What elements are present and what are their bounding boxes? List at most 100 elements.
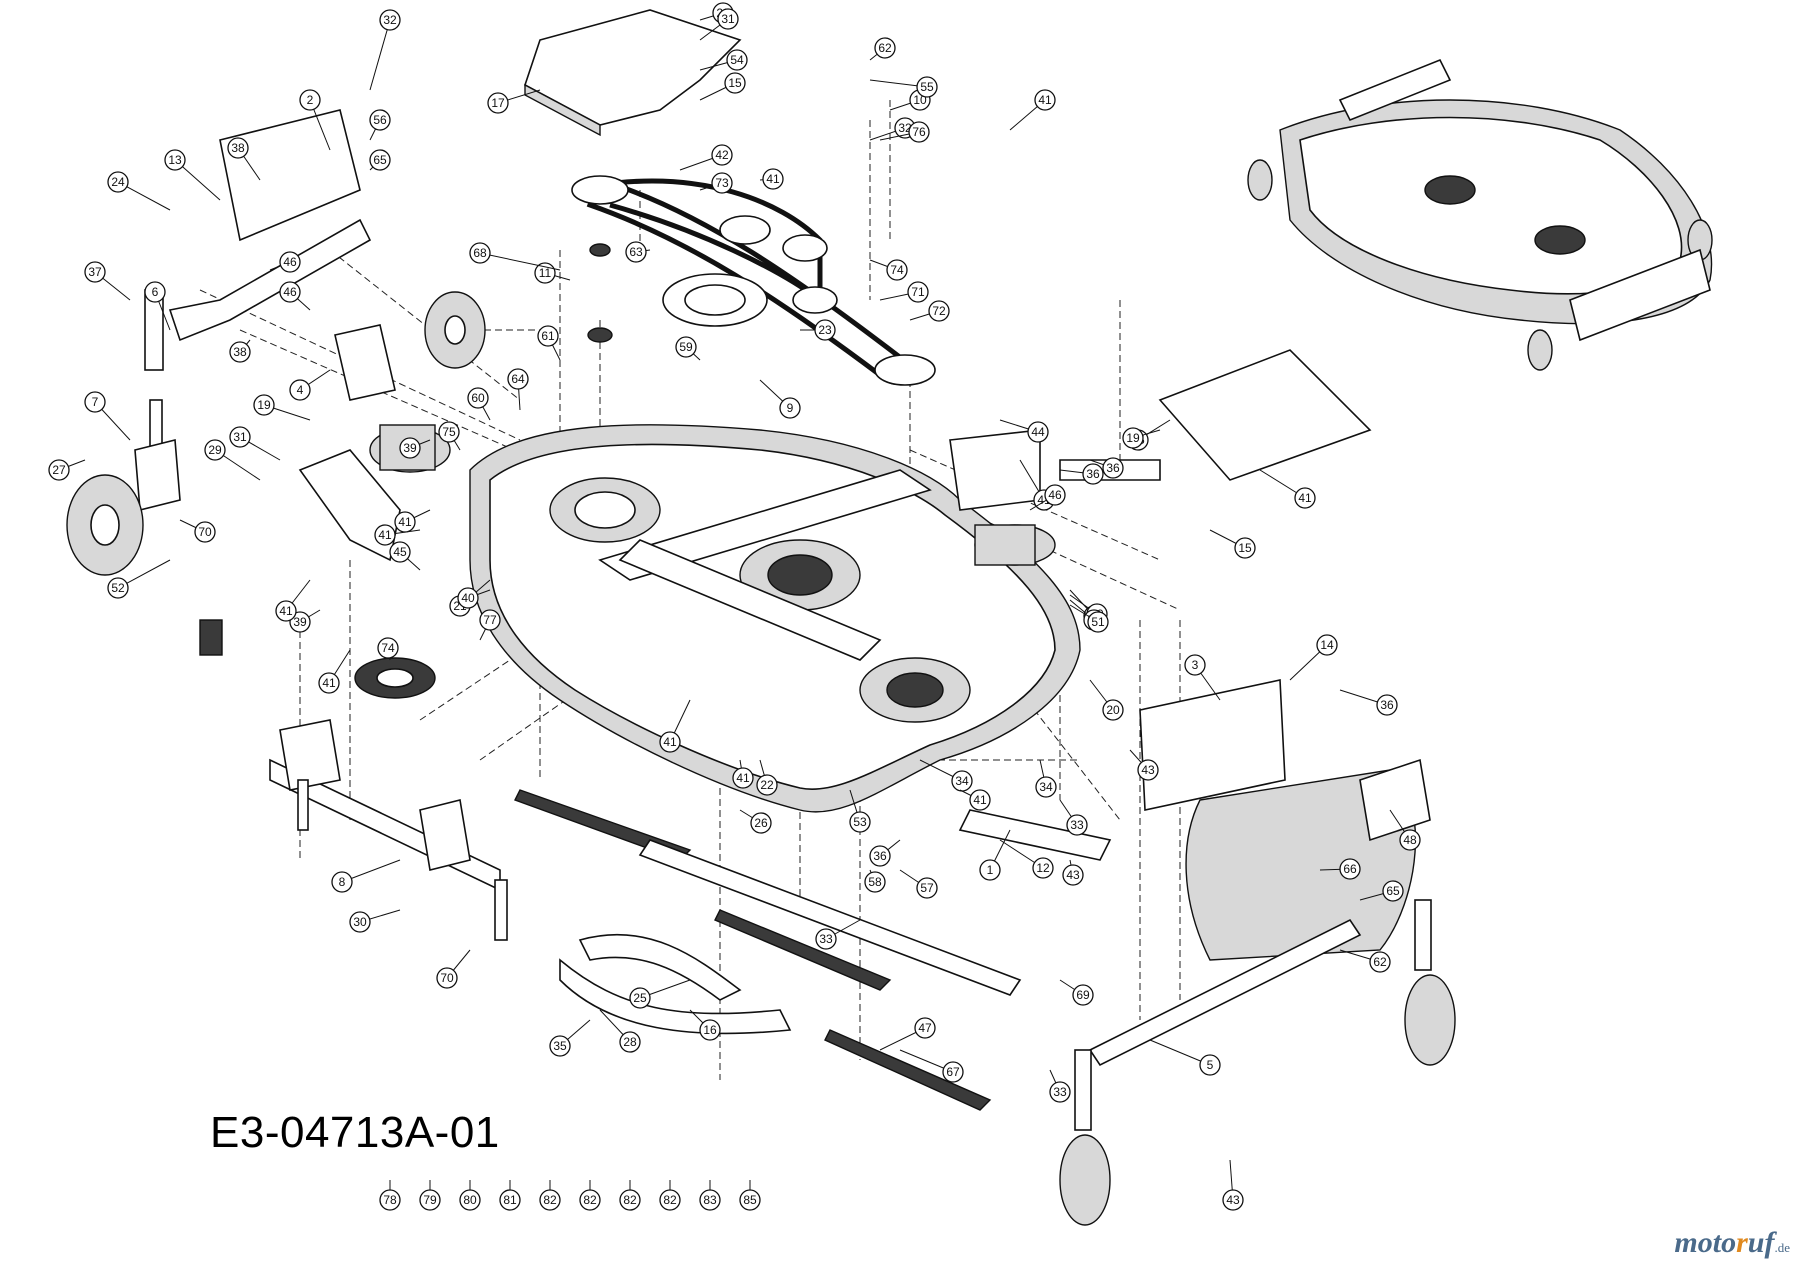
callout-circle <box>849 811 871 833</box>
callout-27: 27 <box>48 459 86 481</box>
callout-circle <box>969 789 991 811</box>
callout-circle <box>732 767 754 789</box>
callout-72: 72 <box>909 300 950 322</box>
callout-circle <box>1066 814 1088 836</box>
callout-circle <box>107 171 129 193</box>
callout-circle <box>539 1189 561 1211</box>
callout-number: 57 <box>920 881 934 895</box>
callout-number: 43 <box>1226 1193 1240 1207</box>
callout-79: 79 <box>419 1180 441 1211</box>
callout-circle <box>699 1019 721 1041</box>
callout-number: 59 <box>679 340 693 354</box>
callout-circle <box>675 336 697 358</box>
callout-circle <box>1399 829 1421 851</box>
callout-39: 39 <box>399 437 431 459</box>
callout-circle <box>479 609 501 631</box>
callout-circle <box>469 242 491 264</box>
callout-circle <box>84 391 106 413</box>
callout-circle <box>1049 1081 1071 1103</box>
belt-cover <box>524 9 742 137</box>
callout-number: 33 <box>819 932 833 946</box>
callout-41: 41 <box>732 759 754 789</box>
callout-circle <box>874 37 896 59</box>
callout-circle <box>815 928 837 950</box>
callout-circle <box>726 49 748 71</box>
callout-number: 41 <box>322 676 336 690</box>
callout-circle <box>438 421 460 443</box>
callout-19: 19 <box>253 394 311 421</box>
callout-number: 41 <box>1298 491 1312 505</box>
callout-circle <box>1339 858 1361 880</box>
callout-number: 67 <box>946 1065 960 1079</box>
callout-41: 41 <box>1259 469 1316 509</box>
callout-circle <box>1032 857 1054 879</box>
callout-29: 29 <box>204 439 261 481</box>
callout-circle <box>916 76 938 98</box>
callout-number: 65 <box>1386 884 1400 898</box>
callout-circle <box>908 121 930 143</box>
callout-number: 51 <box>1091 615 1105 629</box>
callout-circle <box>227 137 249 159</box>
callout-14: 14 <box>1289 634 1338 681</box>
callout-number: 36 <box>1380 698 1394 712</box>
callout-layer: 1234567891011121314151515161719192021222… <box>48 2 1421 1211</box>
callout-9: 9 <box>759 379 801 419</box>
callout-circle <box>394 511 416 533</box>
callout-circle <box>549 1035 571 1057</box>
callout-number: 28 <box>623 1035 637 1049</box>
callout-70: 70 <box>436 949 471 989</box>
callout-number: 37 <box>88 265 102 279</box>
callout-circle <box>389 541 411 563</box>
callout-circle <box>299 89 321 111</box>
callout-circle <box>1062 864 1084 886</box>
callout-13: 13 <box>164 149 221 201</box>
callout-number: 46 <box>283 255 297 269</box>
callout-circle <box>331 871 353 893</box>
callout-number: 83 <box>703 1193 717 1207</box>
callout-number: 4 <box>297 383 304 397</box>
callout-circle <box>48 459 70 481</box>
callout-circle <box>814 319 836 341</box>
callout-circle <box>711 172 733 194</box>
callout-circle <box>84 261 106 283</box>
callout-78: 78 <box>379 1180 401 1211</box>
callout-number: 47 <box>918 1021 932 1035</box>
callout-circle <box>507 368 529 390</box>
callout-number: 82 <box>623 1193 637 1207</box>
callout-number: 76 <box>912 125 926 139</box>
callout-number: 33 <box>1053 1085 1067 1099</box>
callout-41: 41 <box>759 168 784 190</box>
callout-16: 16 <box>689 1009 721 1041</box>
callout-number: 41 <box>766 172 780 186</box>
callout-number: 85 <box>743 1193 757 1207</box>
callout-76: 76 <box>879 121 930 143</box>
callout-circle <box>1087 611 1109 633</box>
callout-31: 31 <box>699 8 739 41</box>
callout-number: 34 <box>1039 780 1053 794</box>
callout-number: 36 <box>873 849 887 863</box>
callout-31: 31 <box>229 426 281 461</box>
callout-82: 82 <box>579 1180 601 1211</box>
callout-number: 30 <box>353 915 367 929</box>
callout-number: 52 <box>111 581 125 595</box>
callout-12: 12 <box>999 839 1054 879</box>
callout-82: 82 <box>619 1180 641 1211</box>
callout-circle <box>1316 634 1338 656</box>
callout-number: 22 <box>760 778 774 792</box>
callout-37: 37 <box>84 261 131 301</box>
callout-65: 65 <box>1359 880 1404 902</box>
callout-number: 15 <box>728 76 742 90</box>
callout-65: 65 <box>369 149 391 171</box>
callout-circle <box>379 9 401 31</box>
callout-36: 36 <box>1339 689 1398 716</box>
callout-56: 56 <box>369 109 391 141</box>
callout-number: 80 <box>463 1193 477 1207</box>
callout-number: 19 <box>1126 431 1140 445</box>
callout-48: 48 <box>1389 809 1421 851</box>
callout-number: 82 <box>583 1193 597 1207</box>
callout-circle <box>579 1189 601 1211</box>
callout-43: 43 <box>1062 859 1084 886</box>
callout-number: 69 <box>1076 988 1090 1002</box>
callout-circle <box>659 731 681 753</box>
